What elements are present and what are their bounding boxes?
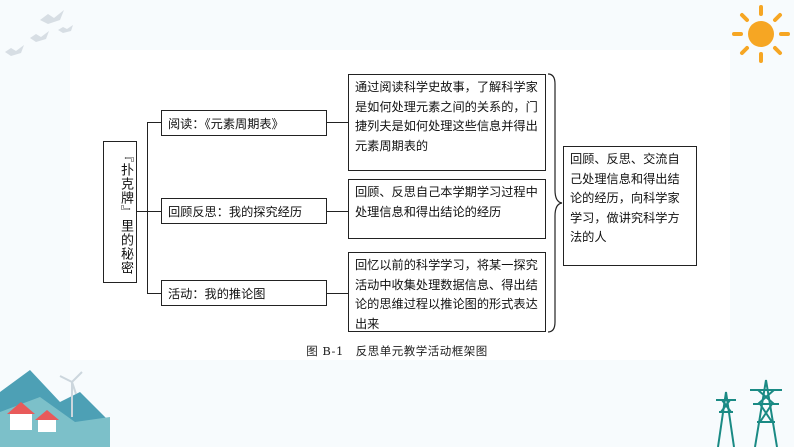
detail-reading: 通过阅读科学史故事，了解科学家是如何处理元素之间的关系的，门捷列夫是如何处理这些… <box>348 74 546 171</box>
detail-reflection: 回顾、反思自己本学期学习过程中处理信息和得出结论的经历 <box>348 179 546 239</box>
detail-activity: 回忆以前的科学学习，将某一探究活动中收集处理数据信息、得出结论的思维过程以推论图… <box>348 252 546 332</box>
background-top-band <box>0 0 794 50</box>
connector-line <box>147 122 161 123</box>
sun-icon <box>732 5 790 63</box>
node-activity: 活动：我的推论图 <box>161 280 327 306</box>
connector-line <box>327 122 348 123</box>
right-brace <box>547 73 563 333</box>
connector-line <box>147 211 161 212</box>
node-reflection: 回顾反思：我的探究经历 <box>161 198 327 224</box>
node-reading: 阅读：《元素周期表》 <box>161 110 327 136</box>
summary-node: 回顾、反思、交流自己处理信息和得出结论的经历，向科学家学习，做讲究科学方法的人 <box>563 146 697 266</box>
connector-line <box>137 211 147 212</box>
root-node: 『扑克牌』里的秘密 <box>103 141 137 283</box>
power-tower-icon <box>716 379 782 447</box>
village-hill-icon <box>0 370 110 447</box>
connector-line <box>327 293 348 294</box>
birds-icon <box>5 10 73 56</box>
connector-line <box>147 293 161 294</box>
connector-line <box>147 122 148 293</box>
connector-line <box>327 211 348 212</box>
background-bottom-band <box>0 357 794 447</box>
figure-caption: 图 B-1 反思单元教学活动框架图 <box>306 344 488 358</box>
